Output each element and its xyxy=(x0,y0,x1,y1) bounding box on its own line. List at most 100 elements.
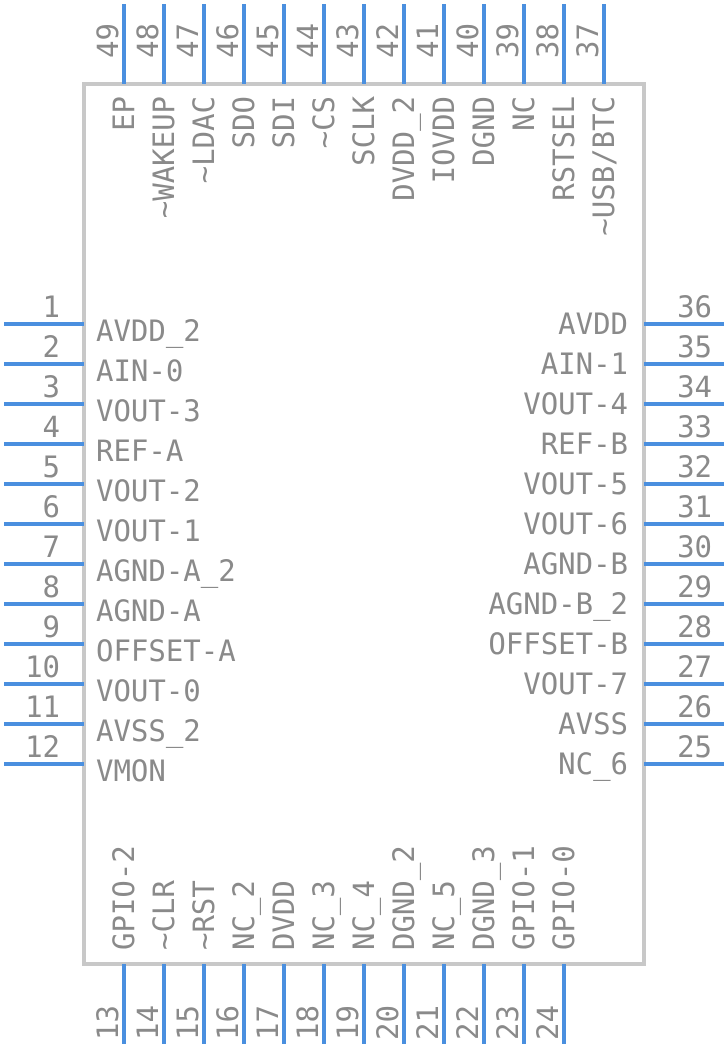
pin-17-number: 17 xyxy=(251,1005,285,1040)
pin-38-label: RSTSEL xyxy=(547,96,581,201)
pin-19-label: NC_4 xyxy=(347,880,382,950)
pin-28-label: OFFSET-B xyxy=(488,627,628,661)
pin-25-label: NC_6 xyxy=(558,747,628,782)
pin-46-number: 46 xyxy=(211,23,245,58)
pin-7-label: AGND-A_2 xyxy=(96,554,236,589)
pin-17-label: DVDD xyxy=(267,880,301,950)
pin-41-label: IOVDD xyxy=(427,96,461,183)
pin-21-label: NC_5 xyxy=(427,880,462,950)
pin-43-number: 43 xyxy=(331,23,365,58)
pin-2-label: AIN-0 xyxy=(96,354,183,388)
pin-6-number: 6 xyxy=(43,490,60,524)
pin-9-label: OFFSET-A xyxy=(96,634,236,668)
pin-16-number: 16 xyxy=(211,1005,245,1040)
pin-44-number: 44 xyxy=(291,23,325,58)
pin-7-number: 7 xyxy=(43,530,60,564)
pin-2-number: 2 xyxy=(43,330,60,364)
pin-12-label: VMON xyxy=(96,754,166,788)
pin-3-label: VOUT-3 xyxy=(96,394,201,428)
pin-22-label: DGND_3 xyxy=(467,845,502,950)
pin-15-number: 15 xyxy=(171,1005,205,1040)
pin-4-number: 4 xyxy=(43,410,60,444)
pin-38-number: 38 xyxy=(531,23,565,58)
pin-45-label: SDI xyxy=(267,96,301,148)
pin-35-number: 35 xyxy=(677,330,712,364)
pin-48-label: ~WAKEUP xyxy=(147,96,181,218)
pin-24-number: 24 xyxy=(531,1005,565,1040)
pin-5-number: 5 xyxy=(43,450,60,484)
component-body xyxy=(82,82,646,966)
pin-21-number: 21 xyxy=(411,1005,445,1040)
pin-4-label: REF-A xyxy=(96,434,183,468)
pin-29-number: 29 xyxy=(677,570,712,604)
pin-32-number: 32 xyxy=(677,450,712,484)
pin-36-number: 36 xyxy=(677,290,712,324)
pin-23-number: 23 xyxy=(491,1005,525,1040)
pin-42-number: 42 xyxy=(371,23,405,58)
pin-19-number: 19 xyxy=(331,1005,365,1040)
pin-30-label: AGND-B xyxy=(523,547,628,581)
pin-36-label: AVDD xyxy=(558,307,628,341)
pin-22-number: 22 xyxy=(451,1005,485,1040)
pin-31-label: VOUT-6 xyxy=(523,507,628,541)
pin-20-number: 20 xyxy=(371,1005,405,1040)
pin-34-number: 34 xyxy=(677,370,712,404)
pin-37-number: 37 xyxy=(571,23,605,58)
pin-14-number: 14 xyxy=(131,1005,165,1040)
pin-14-label: ~CLR xyxy=(147,880,181,950)
pin-5-label: VOUT-2 xyxy=(96,474,201,508)
pin-39-label: NC xyxy=(507,96,541,131)
pin-13-label: GPIO-2 xyxy=(107,845,141,950)
pin-11-number: 11 xyxy=(25,690,60,724)
pin-12-number: 12 xyxy=(25,730,60,764)
pin-25-number: 25 xyxy=(677,730,712,764)
pin-11-label: AVSS_2 xyxy=(96,714,201,749)
pin-1-label: AVDD_2 xyxy=(96,314,201,349)
pin-13-number: 13 xyxy=(91,1005,125,1040)
pin-49-number: 49 xyxy=(91,23,125,58)
pin-41-number: 41 xyxy=(411,23,445,58)
pin-49-label: EP xyxy=(107,96,141,131)
pin-29-label: AGND-B_2 xyxy=(488,587,628,622)
pin-43-label: SCLK xyxy=(347,95,381,165)
pin-23-label: GPIO-1 xyxy=(507,845,541,950)
pin-16-label: NC_2 xyxy=(227,880,262,950)
pin-18-label: NC_3 xyxy=(307,880,342,950)
pin-9-number: 9 xyxy=(43,610,60,644)
pin-27-label: VOUT-7 xyxy=(523,667,628,701)
pin-40-number: 40 xyxy=(451,23,485,58)
pin-34-label: VOUT-4 xyxy=(523,387,628,421)
pin-40-label: DGND xyxy=(467,96,501,166)
pin-8-label: AGND-A xyxy=(96,594,201,628)
pin-47-number: 47 xyxy=(171,23,205,58)
pin-3-number: 3 xyxy=(43,370,60,404)
pin-37-label: ~USB/BTC xyxy=(587,96,621,236)
pin-18-number: 18 xyxy=(291,1005,325,1040)
pin-33-label: REF-B xyxy=(541,427,628,461)
pin-33-number: 33 xyxy=(677,410,712,444)
pin-24-label: GPIO-0 xyxy=(547,845,581,950)
pin-35-label: AIN-1 xyxy=(541,347,628,381)
pin-26-number: 26 xyxy=(677,690,712,724)
pin-45-number: 45 xyxy=(251,23,285,58)
pin-27-number: 27 xyxy=(677,650,712,684)
pin-44-label: ~CS xyxy=(307,96,341,148)
pin-31-number: 31 xyxy=(677,490,712,524)
pin-20-label: DGND_2 xyxy=(387,845,422,950)
pin-26-label: AVSS xyxy=(558,707,628,741)
pin-47-label: ~LDAC xyxy=(187,96,221,183)
pin-6-label: VOUT-1 xyxy=(96,514,201,548)
pin-10-label: VOUT-0 xyxy=(96,674,201,708)
pin-46-label: SDO xyxy=(227,96,261,148)
pin-28-number: 28 xyxy=(677,610,712,644)
pin-1-number: 1 xyxy=(43,290,60,324)
pin-10-number: 10 xyxy=(25,650,60,684)
pin-30-number: 30 xyxy=(677,530,712,564)
pin-15-label: ~RST xyxy=(187,880,221,950)
pin-48-number: 48 xyxy=(131,23,165,58)
pin-8-number: 8 xyxy=(43,570,60,604)
pin-42-label: DVDD_2 xyxy=(387,96,422,201)
pin-39-number: 39 xyxy=(491,23,525,58)
